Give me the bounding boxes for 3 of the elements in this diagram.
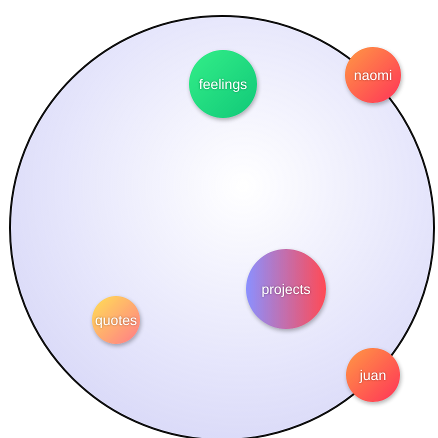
topic-bubble: feelings [189,50,257,118]
topic-bubble: quotes [92,296,140,344]
topic-bubble: projects [246,249,326,329]
